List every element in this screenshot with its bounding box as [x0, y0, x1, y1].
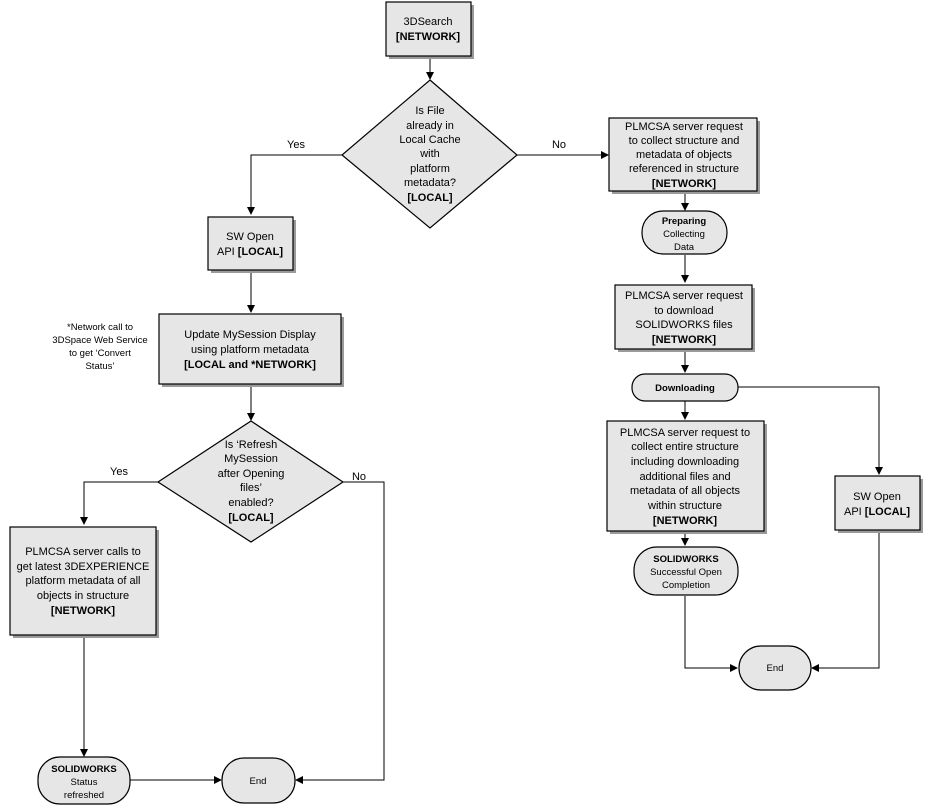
svg-text:after Opening: after Opening	[218, 468, 285, 480]
node-sw-open-right: SW Open API [LOCAL]	[834, 475, 923, 533]
svg-text:Collecting: Collecting	[663, 229, 705, 240]
svg-text:using platform metadata: using platform metadata	[191, 344, 310, 356]
svg-text:PLMCSA server request: PLMCSA server request	[625, 121, 743, 133]
terminal-status-refreshed: SOLIDWORKS Status refreshed	[37, 756, 131, 805]
svg-text:platform metadata of all: platform metadata of all	[26, 575, 141, 587]
svg-text:enabled?: enabled?	[228, 497, 273, 509]
node-plmcsa-calls: PLMCSA server calls to get latest 3DEXPE…	[9, 526, 159, 638]
svg-text:MySession: MySession	[224, 453, 278, 465]
label-yes-refresh: Yes	[110, 466, 128, 478]
svg-text:[LOCAL]: [LOCAL]	[228, 512, 274, 524]
edge-swopen-right-to-end	[811, 533, 880, 672]
svg-text:additional files and: additional files and	[639, 471, 730, 483]
svg-text:Is ‘Refresh: Is ‘Refresh	[225, 439, 278, 451]
edge-refresh-yes	[80, 481, 158, 525]
svg-text:SOLIDWORKS: SOLIDWORKS	[653, 554, 718, 565]
svg-text:[NETWORK]: [NETWORK]	[51, 605, 115, 617]
svg-text:to download: to download	[654, 305, 713, 317]
decision-local-cache: Is File already in Local Cache with plat…	[341, 79, 518, 229]
svg-text:within structure: within structure	[647, 500, 722, 512]
svg-text:SOLIDWORKS: SOLIDWORKS	[51, 764, 116, 775]
svg-text:with: with	[419, 148, 440, 160]
terminal-successful-open: SOLIDWORKS Successful Open Completion	[633, 546, 739, 596]
edge-downloading-to-swopen-right	[738, 386, 883, 475]
terminal-end-left: End	[221, 757, 296, 804]
svg-text:to get ‘Convert: to get ‘Convert	[69, 348, 131, 359]
svg-text:PLMCSA server request to: PLMCSA server request to	[620, 427, 750, 439]
svg-text:[NETWORK]: [NETWORK]	[653, 515, 717, 527]
connectors	[80, 57, 883, 784]
node-sw-open-left: SW Open API [LOCAL]	[207, 216, 296, 273]
svg-text:Update MySession Display: Update MySession Display	[184, 329, 316, 341]
svg-text:[LOCAL and *NETWORK]: [LOCAL and *NETWORK]	[184, 359, 316, 371]
svg-text:to collect structure and: to collect structure and	[629, 135, 740, 147]
svg-text:SW Open: SW Open	[853, 491, 901, 503]
svg-text:refreshed: refreshed	[64, 790, 104, 801]
svg-text:[LOCAL]: [LOCAL]	[407, 192, 453, 204]
svg-text:Status’: Status’	[85, 361, 114, 372]
edge-refresh-no	[295, 481, 385, 784]
svg-text:objects in structure: objects in structure	[37, 590, 129, 602]
svg-text:already in: already in	[406, 120, 454, 132]
svg-text:Local Cache: Local Cache	[399, 134, 460, 146]
node-plmcsa-download: PLMCSA server request to download SOLIDW…	[614, 284, 755, 352]
svg-text:SOLIDWORKS files: SOLIDWORKS files	[635, 319, 733, 331]
label-no-top: No	[552, 139, 566, 151]
network-call-note: *Network call to 3DSpace Web Service to …	[52, 322, 147, 372]
svg-text:API [LOCAL]: API [LOCAL]	[844, 506, 910, 518]
svg-text:Downloading: Downloading	[655, 383, 715, 394]
svg-text:SW Open: SW Open	[226, 231, 274, 243]
svg-text:3DSpace Web Service: 3DSpace Web Service	[52, 335, 147, 346]
svg-text:Preparing: Preparing	[662, 216, 707, 227]
edge-successful-to-end	[684, 596, 738, 672]
svg-text:Status: Status	[71, 777, 98, 788]
svg-text:PLMCSA server calls to: PLMCSA server calls to	[25, 546, 141, 558]
svg-text:Is File: Is File	[415, 105, 444, 117]
svg-text:PLMCSA server request: PLMCSA server request	[625, 290, 743, 302]
svg-text:API [LOCAL]: API [LOCAL]	[217, 246, 283, 258]
label-yes-top: Yes	[287, 139, 305, 151]
svg-text:[NETWORK]: [NETWORK]	[652, 178, 716, 190]
svg-text:Data: Data	[674, 242, 695, 253]
edge-cache-yes	[247, 154, 342, 215]
svg-text:End: End	[767, 663, 784, 674]
svg-text:Successful Open: Successful Open	[650, 567, 722, 578]
svg-text:files’: files’	[240, 482, 262, 494]
svg-text:get latest 3DEXPERIENCE: get latest 3DEXPERIENCE	[17, 561, 150, 573]
terminal-downloading: Downloading	[631, 373, 739, 402]
node-update-mysession: Update MySession Display using platform …	[158, 313, 344, 387]
terminal-preparing: Preparing Collecting Data	[641, 210, 728, 255]
svg-text:Completion: Completion	[662, 580, 710, 591]
terminal-end-right: End	[738, 645, 812, 691]
svg-text:referenced in structure: referenced in structure	[629, 163, 739, 175]
svg-text:including downloading: including downloading	[631, 456, 739, 468]
svg-text:platform: platform	[410, 163, 450, 175]
svg-text:*Network call to: *Network call to	[67, 322, 133, 333]
svg-text:[NETWORK]: [NETWORK]	[652, 334, 716, 346]
svg-text:collect entire structure: collect entire structure	[631, 441, 739, 453]
svg-text:metadata of objects: metadata of objects	[636, 149, 733, 161]
decision-refresh-mysession: Is ‘Refresh MySession after Opening file…	[156, 420, 345, 543]
svg-text:metadata of all objects: metadata of all objects	[630, 485, 741, 497]
node-3dsearch: 3DSearch [NETWORK]	[385, 1, 474, 59]
label-no-refresh: No	[352, 471, 366, 483]
svg-text:metadata?: metadata?	[404, 177, 456, 189]
svg-text:End: End	[250, 776, 267, 787]
node-plmcsa-entire: PLMCSA server request to collect entire …	[606, 420, 767, 534]
svg-text:[NETWORK]: [NETWORK]	[396, 31, 460, 43]
node-plmcsa-collect: PLMCSA server request to collect structu…	[608, 117, 760, 194]
svg-text:3DSearch: 3DSearch	[404, 16, 453, 28]
